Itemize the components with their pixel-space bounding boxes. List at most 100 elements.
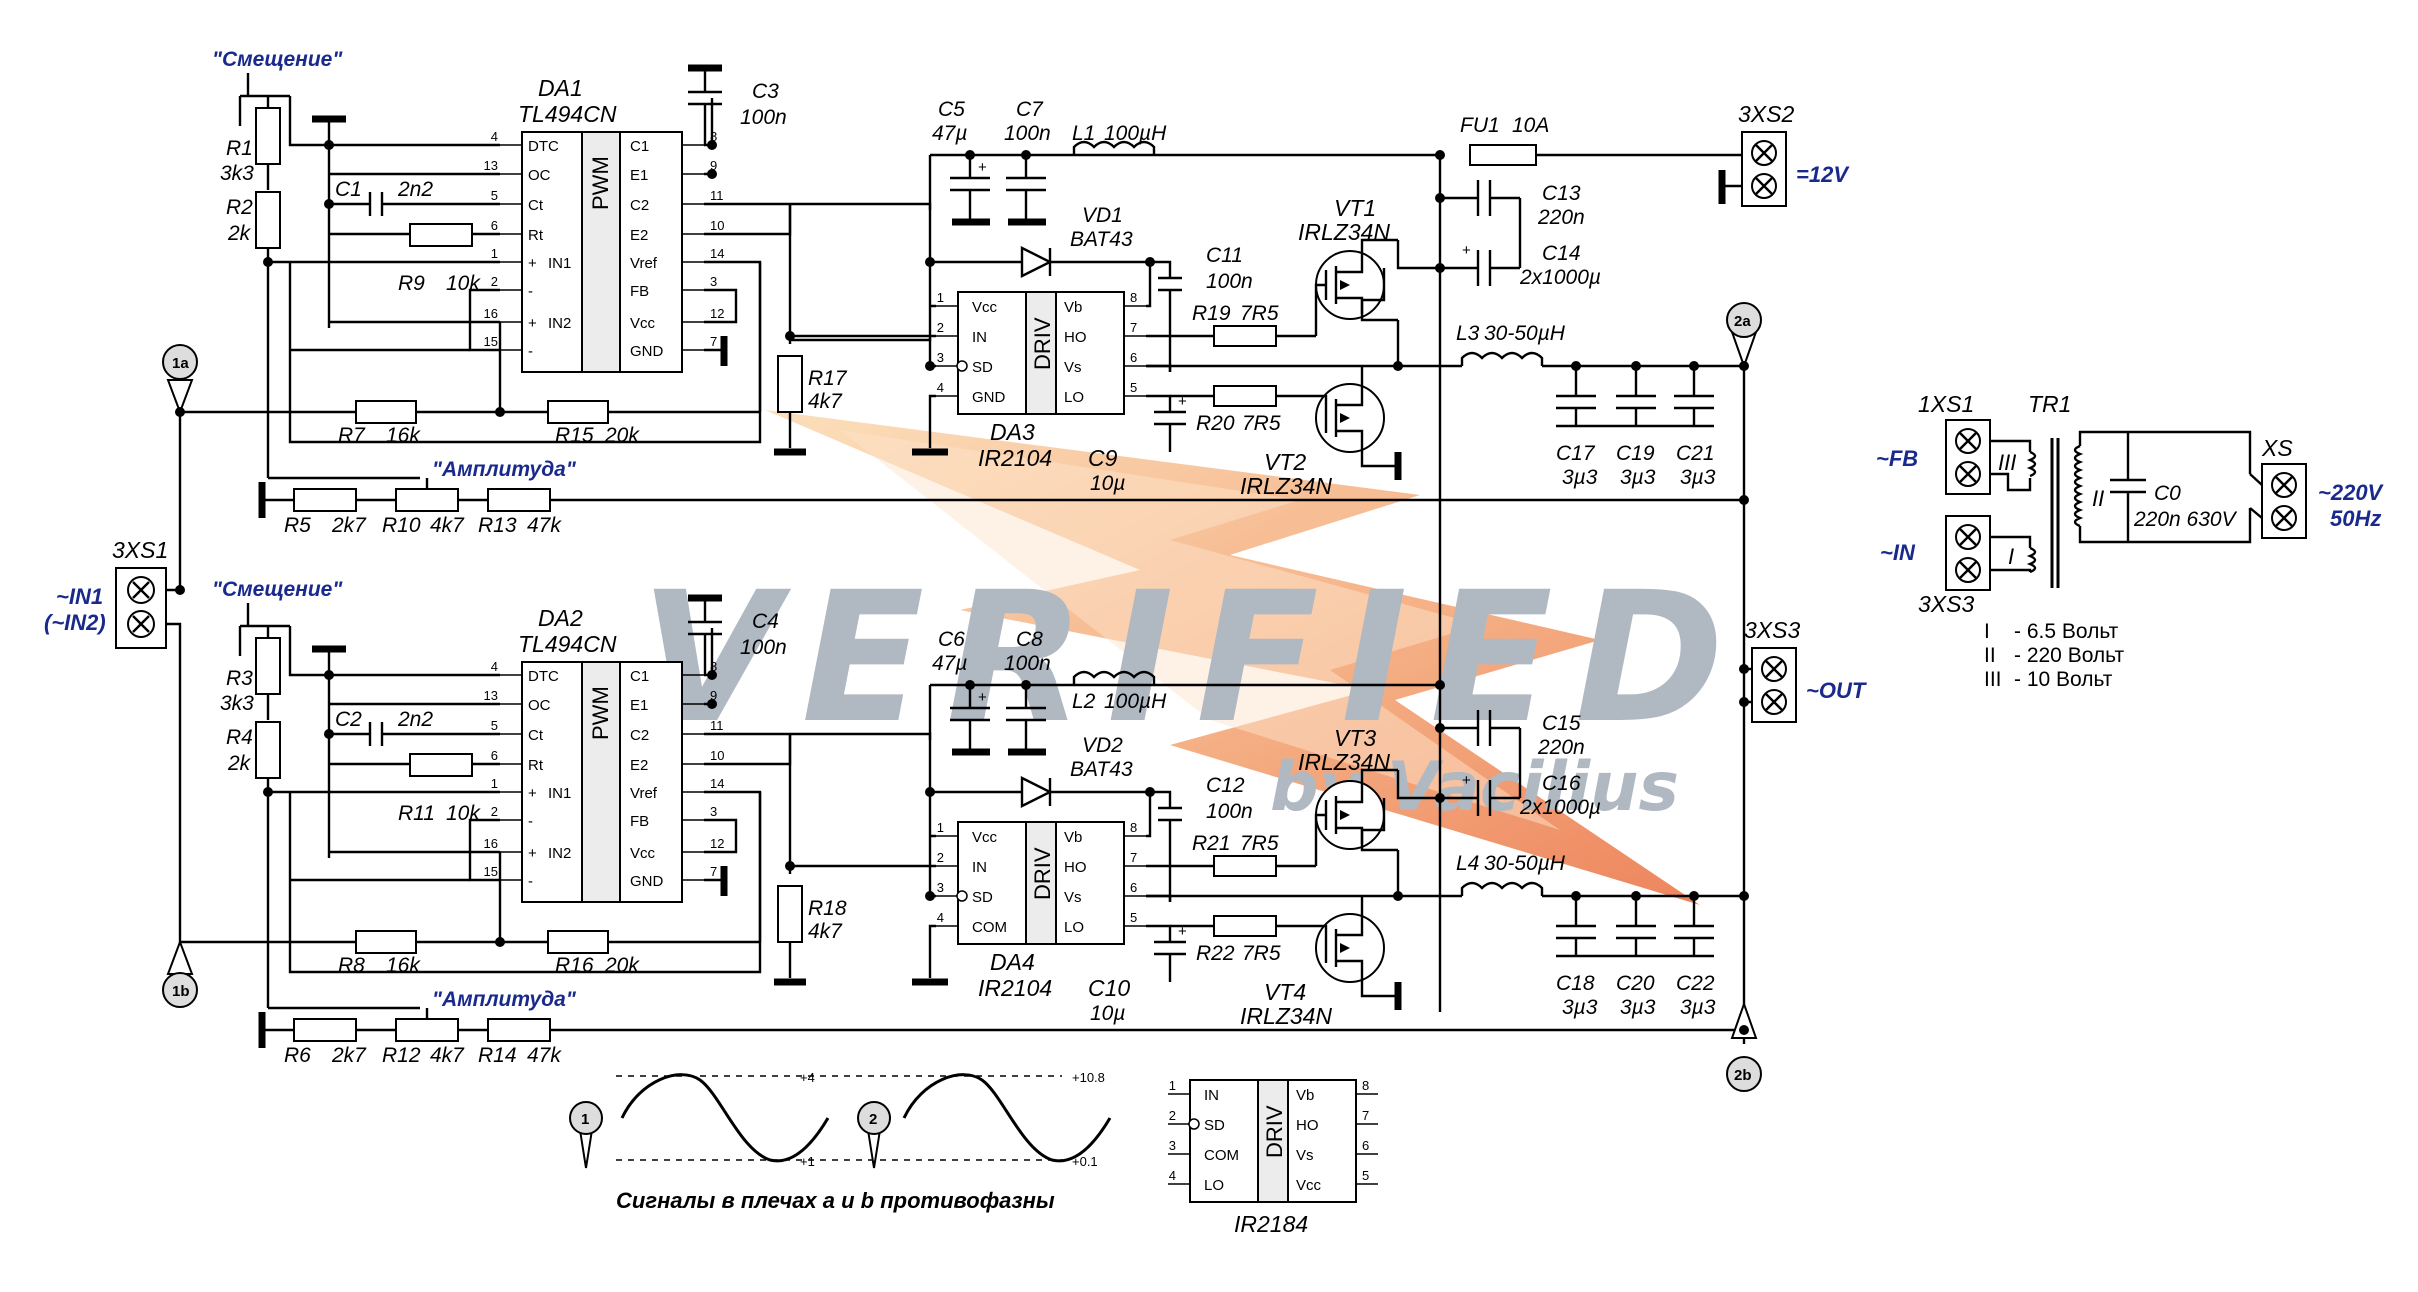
vt1-ref: VT1 (1334, 195, 1376, 221)
da4-part: IR2104 (978, 975, 1052, 1001)
pin-number: 13 (484, 688, 498, 703)
winding-2-label: II (2092, 486, 2104, 511)
pin-number: 5 (1130, 380, 1137, 395)
resistor-r11 (409, 753, 473, 777)
r9-value: 10k (446, 272, 481, 295)
da1-part: TL494CN (518, 101, 617, 127)
node-1a: 1a (162, 344, 198, 590)
junction-dot (1435, 193, 1445, 203)
l2-ref: L2 (1072, 690, 1096, 713)
pin-name: SD (972, 889, 993, 906)
l3-ref: L3 (1456, 322, 1480, 345)
pin-number: 4 (937, 910, 944, 925)
in2-label: (~IN2) (44, 610, 106, 635)
c19-ref: C19 (1616, 442, 1655, 465)
pin-number: 3 (937, 880, 944, 895)
pin-name: GND (630, 873, 664, 890)
junction-dot (1021, 680, 1031, 690)
da4-ref: DA4 (990, 949, 1035, 975)
vd2-value: BAT43 (1070, 758, 1133, 781)
1xs1-ref: 1XS1 (1918, 391, 1974, 417)
legend-winding-symbol: I (1984, 620, 1990, 643)
pin-number: 1 (1169, 1078, 1176, 1093)
vt3-ref: VT3 (1334, 725, 1376, 751)
vt1-value: IRLZ34N (1298, 219, 1390, 245)
r16-value: 20k (604, 954, 640, 977)
node-2a-label: 2a (1734, 313, 1751, 330)
pin-number: 7 (1130, 850, 1137, 865)
pin-name: Rt (528, 227, 544, 244)
r18-value: 4k7 (808, 920, 843, 943)
pin-name: Vcc (630, 845, 656, 862)
c14-ref: C14 (1542, 242, 1581, 265)
fu1-ref: FU1 (1460, 114, 1500, 137)
output-connector-3xs3: 3XS3 ~OUT (1744, 617, 1867, 723)
l4-value: 30-50µH (1484, 852, 1566, 875)
r20-ref: R20 (1196, 412, 1235, 435)
pin-name: COM (1204, 1147, 1239, 1164)
pin-number: 4 (491, 659, 498, 674)
pin-number: 1 (937, 290, 944, 305)
c5-value: 47µ (932, 122, 967, 145)
pin-number: 9 (710, 158, 717, 173)
junction-dot (925, 787, 935, 797)
pin-name: FB (630, 283, 649, 300)
junction-dot (1739, 891, 1749, 901)
vd1-ref: VD1 (1082, 204, 1123, 227)
winding-1-label: I (2008, 544, 2014, 569)
pin-name: HO (1064, 859, 1087, 876)
resistor-r17 (777, 355, 803, 413)
junction-dot (1739, 697, 1749, 707)
pin-name: OC (528, 167, 551, 184)
pin-group-label: IN2 (548, 845, 571, 862)
signals-caption: Сигналы в плечах a и b противофазны (616, 1188, 1055, 1213)
c21-ref: C21 (1676, 442, 1715, 465)
amplitude-label-upper: "Амплитуда" (432, 458, 577, 481)
r11-ref: R11 (398, 802, 435, 825)
pin-name: Vb (1296, 1087, 1314, 1104)
r9-ref: R9 (398, 272, 425, 295)
pin-number: 6 (1130, 880, 1137, 895)
node-1b-label: 1b (172, 983, 190, 1000)
junction-dot (175, 585, 185, 595)
resistor-r1 (255, 107, 281, 165)
junction-dot (495, 407, 505, 417)
junction-dot (1631, 891, 1641, 901)
pin-number: 2 (937, 850, 944, 865)
winding-3-label: III (1998, 450, 2016, 475)
c4-value: 100n (740, 636, 787, 659)
junction-dot (324, 670, 334, 680)
junction-dot (324, 140, 334, 150)
resistor-r20 (1213, 385, 1277, 407)
l3-value: 30-50µH (1484, 322, 1566, 345)
pin-name: E2 (630, 757, 648, 774)
pin-name: - (528, 873, 533, 890)
r12-value: 4k7 (430, 1044, 465, 1067)
c8-ref: C8 (1016, 628, 1043, 651)
pin-name: + (528, 845, 537, 862)
r21-value: 7R5 (1240, 832, 1279, 855)
r14-value: 47k (527, 1044, 562, 1067)
junction-dot (1739, 1025, 1749, 1035)
potentiometer-r12 (395, 1018, 459, 1042)
junction-dot (925, 891, 935, 901)
vt3-value: IRLZ34N (1298, 749, 1390, 775)
input-connector-3xs1: 3XS1 ~IN1 (~IN2) (44, 537, 182, 948)
r6-value: 2k7 (331, 1044, 367, 1067)
r2-ref: R2 (226, 196, 253, 219)
pin-name: DTC (528, 138, 559, 155)
pin-number: 3 (710, 804, 717, 819)
junction-dot (1145, 257, 1155, 267)
pin-number: 7 (1362, 1108, 1369, 1123)
junction-dots (175, 140, 1749, 1035)
resistor-r16 (547, 930, 609, 954)
pin-name: Vref (630, 785, 658, 802)
pin-name: Vcc (630, 315, 656, 332)
junction-dot (1689, 361, 1699, 371)
pin-number: 11 (710, 718, 724, 733)
r19-value: 7R5 (1240, 302, 1279, 325)
bias-label-lower: "Смещение" (212, 578, 343, 601)
lower-channel: "Смещение" R3 3k3 R4 2k DA2 TL494CN PWM … (180, 578, 1744, 1067)
